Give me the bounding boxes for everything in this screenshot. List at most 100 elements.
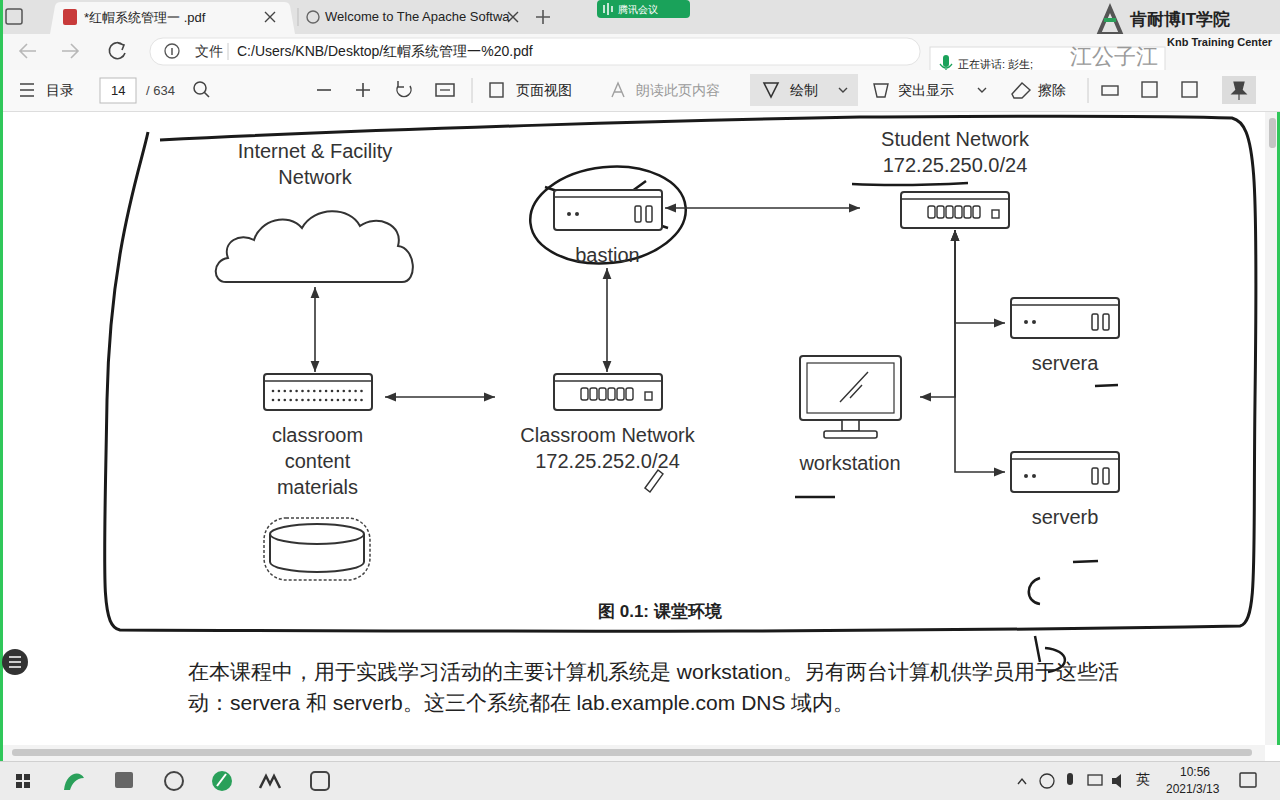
dropdown-chevron [978,88,986,92]
taskbar [0,761,1280,800]
active-tab [50,2,295,34]
monitor-icon [798,354,903,440]
mic-icon [943,55,949,67]
device-bevel [1011,304,1119,305]
zoom-in-icon [356,83,370,97]
panel-port [283,399,286,402]
network-link [955,230,1005,472]
annotation-mark [1029,578,1040,604]
device-slot [646,206,652,222]
toolbar-label-disabled: 朗读此页内容 [636,82,720,100]
panel-port [354,390,357,393]
device-led [1024,320,1028,324]
pdf-toolbar [0,70,1280,112]
address-divider [228,43,229,60]
taskbar-border [0,761,1280,762]
speaker-status: 正在讲话: 彭生; [958,57,1033,72]
panel-port [289,399,292,402]
node-label: classroom content materials [258,422,378,500]
panel-port [360,399,363,402]
window-menu-icon [6,9,22,24]
device-body [554,374,662,410]
device-bevel [901,198,1009,199]
save-as-icon [1182,82,1197,97]
clock-time: 10:56 [1180,765,1210,779]
logo-subtitle: Knb Training Center [1167,36,1272,48]
logo-name: 肯耐博IT学院 [1130,8,1230,31]
panel-port [354,399,357,402]
server-icon [1010,296,1120,340]
app-icon [64,774,84,790]
server-icon [553,188,663,232]
share-border [1277,112,1280,745]
panel-port [313,399,316,402]
device-led [1032,320,1036,324]
switch-node: classroom content materials [250,372,385,500]
page-number: 14 [111,83,125,98]
switch-port [590,388,597,400]
device-slot [635,206,641,222]
app-icon [115,772,133,788]
panel-port [348,399,351,402]
app-icon-mark [217,774,226,786]
annotation-dash [1095,385,1118,386]
draw-icon [764,83,778,97]
server-node: servera [1005,296,1125,376]
eraser-icon [1012,83,1030,98]
school-logo-accent [1104,18,1116,22]
network-link [955,230,1005,323]
notification-icon [1240,773,1256,787]
switch-port [973,206,980,218]
storage-outline [264,518,370,580]
fit-icon-arrow [440,89,450,90]
network-link [665,207,860,209]
fit-icon [436,84,454,96]
node-label: servera [1032,350,1099,376]
panel-port [318,390,321,393]
panel-port [277,399,280,402]
highlight-icon [874,84,888,97]
node-label: Internet & Facility Network [210,138,420,190]
print-icon [1102,86,1118,95]
panel-port [330,390,333,393]
figure-caption: 图 0.1: 课堂环境 [598,600,722,623]
panel-port [301,390,304,393]
page-view-icon [490,83,503,97]
annotation-circle [525,159,690,271]
device-bevel [554,196,662,197]
toolbar-label: 绘制 [790,82,818,100]
node-label: Student Network 172.25.250.0/24 [860,126,1050,178]
node-label: bastion [575,242,640,268]
panel-port [330,399,333,402]
switch-port [955,206,962,218]
panel-port [289,390,292,393]
panel-port [307,399,310,402]
panel-port [313,390,316,393]
tray-chevron [1018,779,1026,784]
pdf-page [3,112,1265,745]
panel-port [342,390,345,393]
switch-uplink [992,210,999,218]
switch-icon [900,190,1010,230]
switch-port [946,206,953,218]
panel-port [283,390,286,393]
monitor-glass [807,363,894,413]
toolbar-divider [472,78,473,103]
switch-node: Student Network 172.25.250.0/24 [860,126,1050,230]
vertical-scrollbar [1265,112,1280,745]
panel-port [271,390,274,393]
pin-bg [1222,76,1256,104]
toc-icon [20,84,34,96]
device-led [1024,474,1028,478]
tab-title: *红帽系统管理一 .pdf [84,9,205,27]
panel-port [342,399,345,402]
tray-icon [1040,774,1054,788]
switch-port [581,388,588,400]
storage-disk-top [270,524,364,544]
annotation-underline [852,183,968,185]
panel-port [324,390,327,393]
forward-button [62,44,78,58]
share-border [0,0,3,761]
device-led [567,212,571,216]
cloud-icon [210,202,420,287]
